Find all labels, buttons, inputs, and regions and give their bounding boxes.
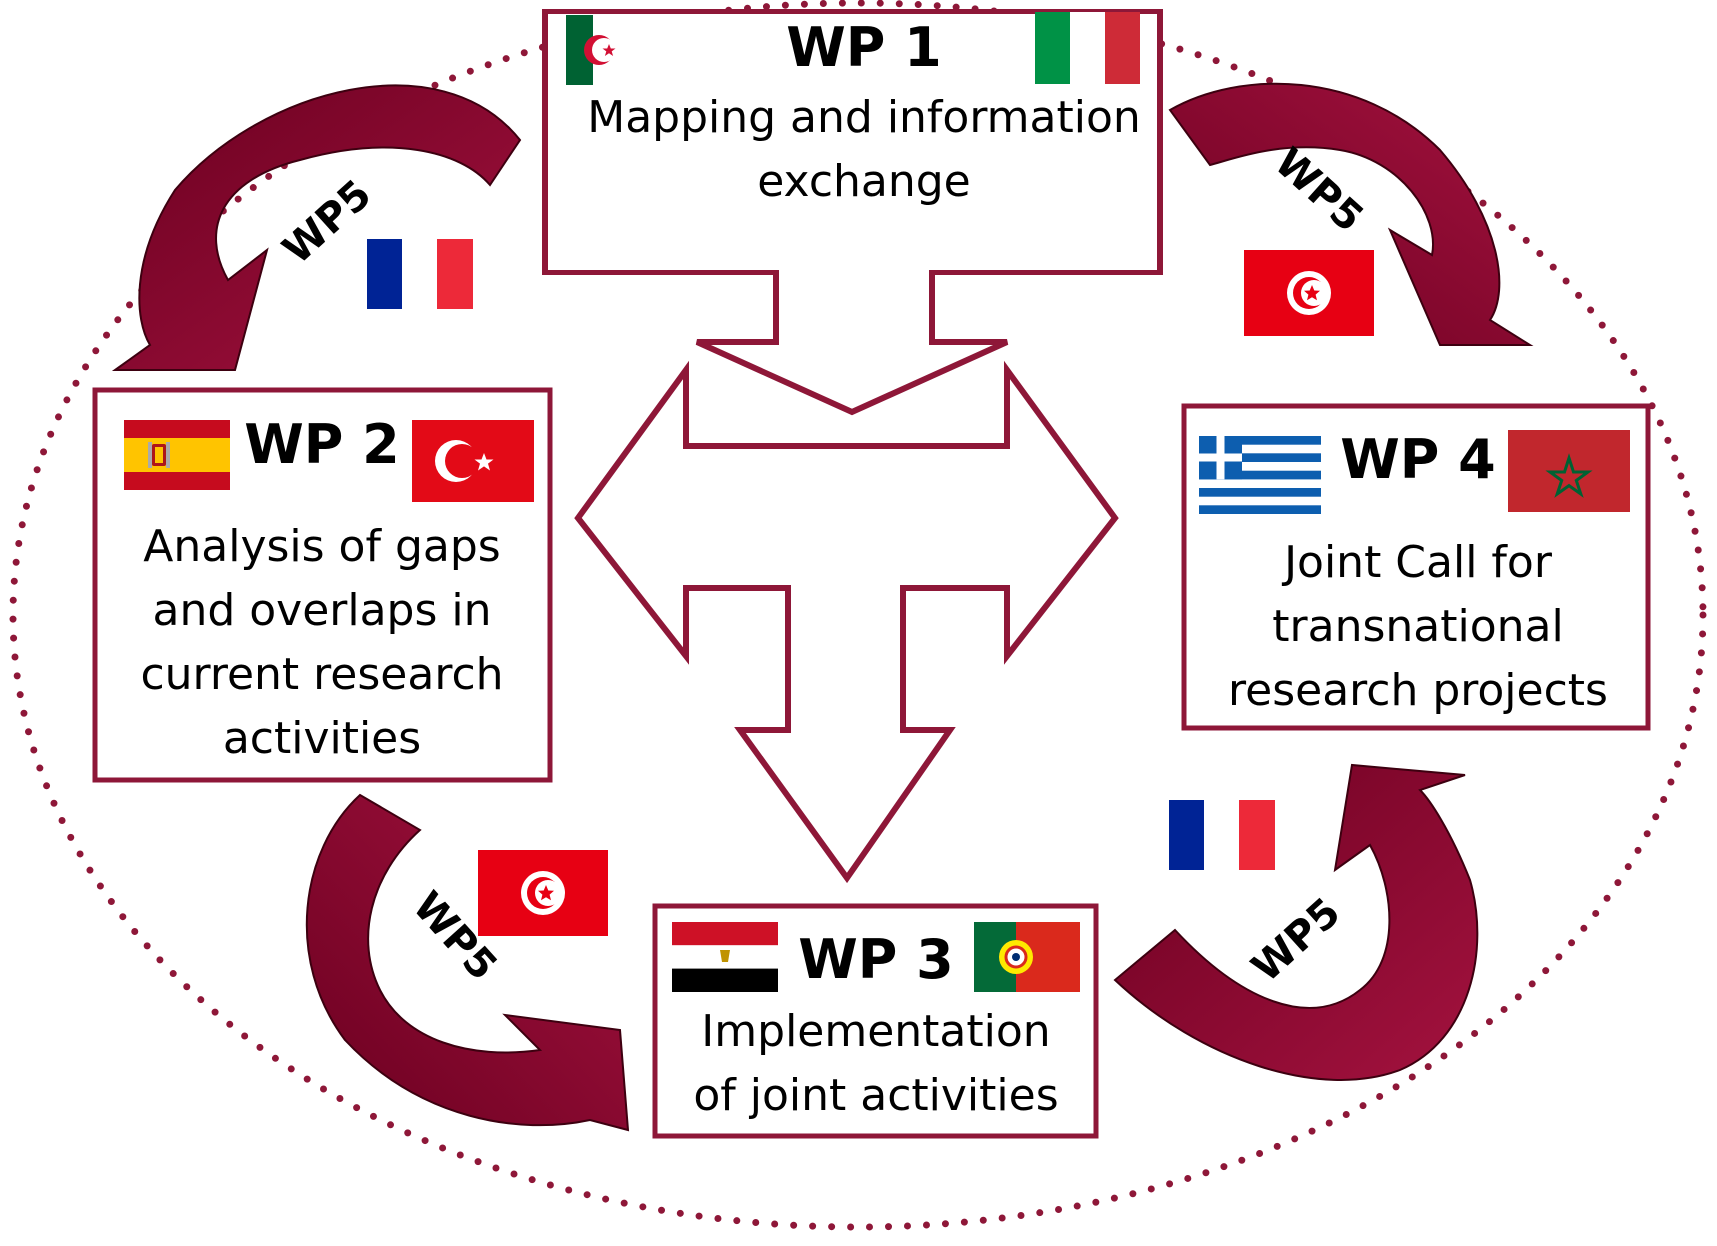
- wp3-description-line-1: Implementation: [701, 1006, 1050, 1057]
- wp3-description-line-2: of joint activities: [693, 1070, 1058, 1121]
- wp3-title: WP 3: [798, 928, 954, 991]
- portugal-flag: [974, 922, 1080, 992]
- wp4-title: WP 4: [1340, 428, 1496, 491]
- wp2-description-line-3: current research: [140, 649, 503, 700]
- wp3-box: WP 3 Implementation of joint activities: [652, 903, 1099, 1139]
- algeria-flag: [566, 15, 620, 85]
- morocco-flag: [1508, 430, 1630, 512]
- france-flag: [367, 239, 473, 309]
- wp5-arrow-wp3-to-wp4: WP5: [1113, 763, 1479, 1081]
- wp1-description-line-1: Mapping and information: [587, 92, 1141, 143]
- wp4-description-line-2: transnational: [1272, 601, 1563, 652]
- greece-flag: [1199, 436, 1321, 514]
- wp2-description-line-4: activities: [223, 713, 421, 764]
- wp4-description-line-1: Joint Call for: [1281, 537, 1553, 588]
- wp2-title: WP 2: [244, 413, 400, 476]
- wp1-title: WP 1: [786, 16, 942, 79]
- wp1-description-line-2: exchange: [757, 156, 971, 207]
- spain-flag: [124, 420, 230, 490]
- central-cross-arrow: [574, 360, 1119, 884]
- wp5-label-top-left: WP5: [274, 171, 380, 273]
- wp2-box: WP 2 Analysis of gaps and overlaps in cu…: [92, 387, 553, 783]
- italy-flag: [1035, 12, 1140, 84]
- dotted-cycle-ellipse: [9, 0, 1707, 1231]
- france-flag: [1169, 800, 1275, 870]
- wp5-arrow-wp1-to-wp4: WP5: [1168, 82, 1534, 346]
- wp5-arrow-wp1-to-wp2: WP5: [111, 84, 522, 371]
- turkey-flag: [412, 420, 534, 502]
- wp2-description-line-1: Analysis of gaps: [143, 521, 500, 572]
- wp1-box: WP 1 Mapping and information exchange: [542, 12, 1163, 272]
- tunisia-flag: [1244, 250, 1374, 336]
- wp5-arrow-wp2-to-wp3: WP5: [305, 793, 630, 1132]
- wp5-label-bottom-right: WP5: [1243, 889, 1349, 991]
- tunisia-flag: [478, 850, 608, 936]
- wp4-box: WP 4 Joint Call for transnational resear…: [1181, 403, 1651, 731]
- wp4-description-line-3: research projects: [1228, 665, 1608, 716]
- egypt-flag: [672, 922, 778, 992]
- wp2-description-line-2: and overlaps in: [152, 585, 491, 636]
